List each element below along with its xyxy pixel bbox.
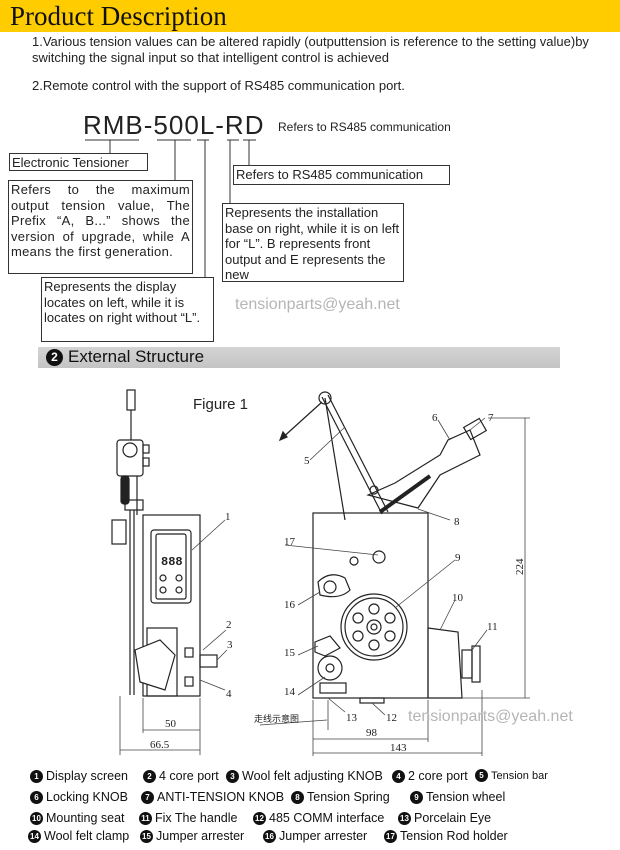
side-view: 888 (111, 389, 218, 697)
legend-label: Jumper arrester (156, 829, 245, 843)
dim-98: 98 (366, 727, 378, 739)
legend-label: Tension wheel (426, 790, 506, 804)
callout-9: 9 (455, 552, 461, 564)
callout-13: 13 (346, 712, 358, 724)
model-code-connectors (85, 139, 256, 277)
number-badge-icon: 16 (263, 829, 276, 843)
legend-label: Tension bar (491, 769, 548, 782)
header-bar: Product Description (0, 0, 620, 32)
callout-10: 10 (452, 592, 464, 604)
callout-4: 4 (226, 688, 232, 700)
model-code: RMB-500L-RD (83, 110, 265, 140)
callout-5: 5 (304, 455, 310, 467)
legend-label: 2 core port (408, 769, 468, 783)
number-badge-icon: 1 (30, 769, 43, 783)
callout-6: 6 (432, 412, 438, 424)
display-digits: 888 (161, 555, 183, 569)
dimension-labels: 50 66.5 98 143 224 走线示意图 (150, 558, 526, 754)
wiring-note: 走线示意图 (254, 713, 299, 724)
number-badge-icon: 7 (141, 790, 154, 804)
electronic-tensioner-box: Electronic Tensioner (9, 153, 148, 171)
number-badge-icon: 13 (398, 811, 411, 825)
callout-17: 17 (284, 536, 296, 548)
dim-224: 224 (514, 558, 526, 575)
section-title: External Structure (68, 347, 205, 366)
legend-label: 485 COMM interface (269, 811, 385, 825)
number-badge-icon: 17 (384, 829, 397, 843)
number-badge-icon: 4 (392, 769, 405, 783)
number-badge-icon: 3 (226, 769, 239, 783)
callout-16: 16 (284, 599, 296, 611)
number-badge-icon: 2 (143, 769, 156, 783)
dim-50: 50 (165, 718, 177, 730)
callout-14: 14 (284, 686, 296, 698)
max-tension-box: Refers to the maximum output tension val… (8, 180, 193, 274)
legend-label: Porcelain Eye (414, 811, 492, 825)
legend-label: Wool felt clamp (44, 829, 130, 843)
watermark: tensionparts@yeah.net (235, 296, 400, 313)
callout-15: 15 (284, 647, 296, 659)
rs485-box: Refers to RS485 communication (233, 165, 450, 185)
legend-label: Fix The handle (155, 811, 238, 825)
legend-label: Tension Spring (307, 790, 390, 804)
callout-1: 1 (225, 511, 231, 523)
number-badge-icon: 9 (410, 790, 423, 804)
model-side-note: Refers to RS485 communication (278, 120, 451, 134)
number-badge-icon: 8 (291, 790, 304, 804)
section-number-badge: 2 (46, 349, 63, 366)
dim-143: 143 (390, 742, 407, 754)
legend-label: ANTI-TENSION KNOB (157, 790, 285, 804)
legend-label: Tension Rod holder (400, 829, 508, 843)
description-point-2: 2.Remote control with the support of RS4… (32, 78, 405, 93)
page-title: Product Description (10, 1, 227, 31)
callout-3: 3 (227, 639, 233, 651)
watermark-bottom: tensionparts@yeah.net (408, 708, 573, 725)
number-badge-icon: 15 (140, 829, 153, 843)
number-badge-icon: 14 (28, 829, 41, 843)
legend-label: Jumper arrester (279, 829, 368, 843)
number-badge-icon: 10 (30, 811, 43, 825)
installation-box: Represents the installation base on righ… (222, 203, 404, 282)
section-header: 2 External Structure (38, 347, 560, 368)
number-badge-icon: 11 (139, 811, 152, 825)
description-point-1: 1.Various tension values can be altered … (32, 34, 589, 65)
callout-2: 2 (226, 619, 232, 631)
technical-drawing: Figure 1 888 (111, 389, 530, 756)
number-badge-icon: 5 (475, 769, 488, 782)
callout-8: 8 (454, 516, 460, 528)
legend-label: Mounting seat (46, 811, 125, 825)
legend-label: Wool felt adjusting KNOB (242, 769, 383, 783)
dim-66-5: 66.5 (150, 739, 170, 751)
figure-label: Figure 1 (193, 396, 248, 413)
legend-label: 4 core port (159, 769, 219, 783)
callout-11: 11 (487, 621, 498, 633)
callout-12: 12 (386, 712, 397, 724)
display-position-box: Represents the display locates on left, … (41, 277, 214, 342)
number-badge-icon: 12 (253, 811, 266, 825)
callout-labels: 1 2 3 4 5 6 7 8 9 10 11 12 13 14 15 16 1… (225, 412, 498, 724)
number-badge-icon: 6 (30, 790, 43, 804)
legend-label: Display screen (46, 769, 128, 783)
legend-label: Locking KNOB (46, 790, 128, 804)
callout-7: 7 (488, 412, 494, 424)
